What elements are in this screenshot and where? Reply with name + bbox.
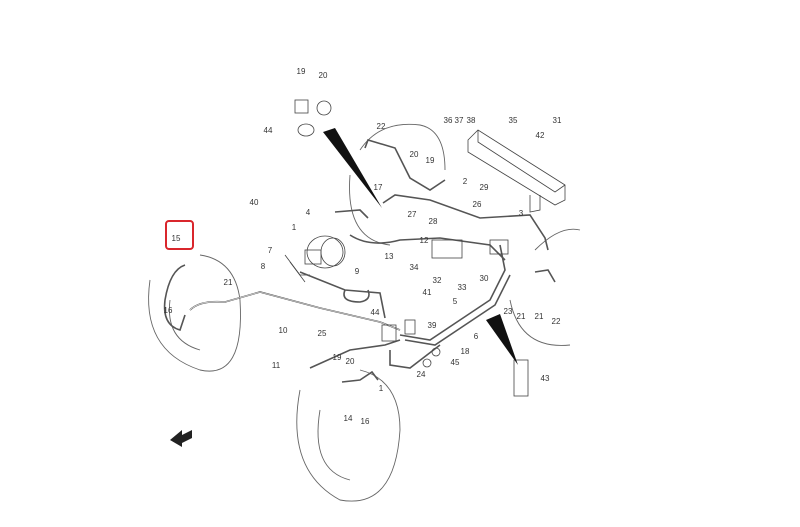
callout-part-28: 28: [429, 217, 438, 226]
callout-part-24: 24: [417, 370, 426, 379]
callout-part-15: 15: [172, 234, 181, 243]
callout-part-10: 10: [279, 326, 288, 335]
callout-part-11: 11: [272, 361, 281, 370]
callout-part-18: 18: [461, 347, 470, 356]
callout-part-16: 16: [164, 306, 173, 315]
callout-part-20: 20: [410, 150, 419, 159]
pointer-wedge: [486, 314, 518, 365]
callout-part-29: 29: [480, 183, 489, 192]
callout-part-44: 44: [264, 126, 273, 135]
callout-part-34: 34: [410, 263, 419, 272]
callout-part-3: 3: [519, 209, 524, 218]
callout-part-30: 30: [480, 274, 489, 283]
callout-part-21: 21: [224, 278, 233, 287]
callout-part-17: 17: [374, 183, 383, 192]
callout-part-22: 22: [552, 317, 561, 326]
callout-part-43: 43: [541, 374, 550, 383]
callout-part-12: 12: [420, 236, 429, 245]
callout-part-2: 2: [463, 177, 468, 186]
callout-part-33: 33: [458, 283, 467, 292]
callout-part-1: 1: [292, 223, 297, 232]
callout-part-39: 39: [428, 321, 437, 330]
callout-part-32: 32: [433, 276, 442, 285]
callout-part-21: 21: [535, 312, 544, 321]
callout-part-23: 23: [504, 307, 513, 316]
callout-part-19: 19: [333, 353, 342, 362]
callout-part-19: 19: [426, 156, 435, 165]
callout-part-1: 1: [379, 384, 384, 393]
callout-part-25: 25: [318, 329, 327, 338]
callout-part-19: 19: [297, 67, 306, 76]
small-parts: [294, 99, 529, 397]
callout-part-8: 8: [261, 262, 266, 271]
callout-part-5: 5: [453, 297, 458, 306]
callout-part-20: 20: [346, 357, 355, 366]
callout-part-6: 6: [474, 332, 479, 341]
callout-part-37: 37: [455, 116, 464, 125]
front-arrow-icon: [170, 430, 192, 447]
crossmember: [467, 129, 566, 213]
callout-part-44: 44: [371, 308, 380, 317]
callout-part-14: 14: [344, 414, 353, 423]
callout-part-27: 27: [408, 210, 417, 219]
callout-part-4: 4: [306, 208, 311, 217]
highlight-box[interactable]: [165, 220, 194, 250]
callout-part-38: 38: [467, 116, 476, 125]
callout-part-7: 7: [268, 246, 273, 255]
callout-part-42: 42: [536, 131, 545, 140]
callout-part-45: 45: [451, 358, 460, 367]
pointer-wedge: [323, 128, 382, 208]
callout-part-35: 35: [509, 116, 518, 125]
brake-pipes: [163, 139, 556, 383]
callout-part-9: 9: [355, 267, 360, 276]
callout-part-13: 13: [385, 252, 394, 261]
callout-part-26: 26: [473, 200, 482, 209]
callout-part-20: 20: [319, 71, 328, 80]
callout-part-36: 36: [444, 116, 453, 125]
callout-part-16: 16: [361, 417, 370, 426]
callout-part-40: 40: [250, 198, 259, 207]
wheel-outlines: [148, 123, 581, 502]
callout-part-21: 21: [517, 312, 526, 321]
callout-part-22: 22: [377, 122, 386, 131]
brake-booster: [284, 235, 346, 283]
callout-part-41: 41: [423, 288, 432, 297]
callout-part-31: 31: [553, 116, 562, 125]
